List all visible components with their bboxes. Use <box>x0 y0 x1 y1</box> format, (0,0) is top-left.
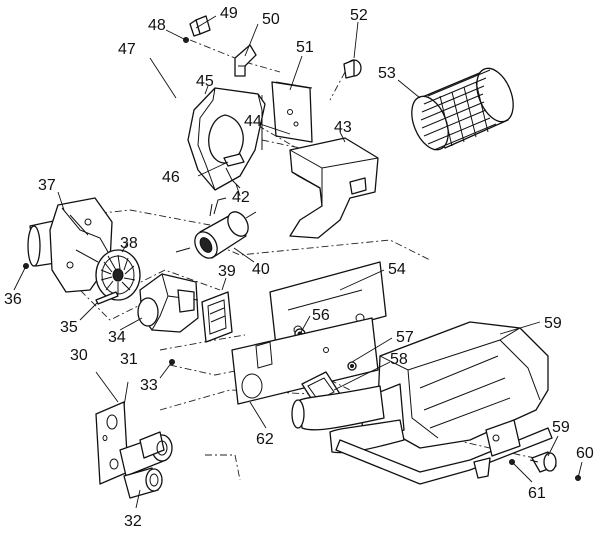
callout-43: 44 <box>244 113 262 130</box>
callout-32: 32 <box>124 513 142 530</box>
callout-30: 30 <box>70 347 88 364</box>
callout-42: 43 <box>334 119 352 136</box>
callout-49: 50 <box>262 11 280 28</box>
callout-48: 49 <box>220 5 238 22</box>
part-32-burner-tubes <box>119 431 173 499</box>
callout-46: 47 <box>118 41 136 58</box>
part-42-housing-outlet <box>289 137 379 239</box>
part-52-mesh-screen <box>411 67 514 151</box>
callout-56: 57 <box>396 329 414 346</box>
callout-60: 60 <box>576 445 594 462</box>
part-31-bracket-plate <box>95 401 129 485</box>
part-59-valve <box>529 451 557 473</box>
part-40-motor <box>175 197 257 259</box>
callout-51: 52 <box>350 7 368 24</box>
part-37-blower-housing <box>27 197 113 293</box>
callout-58: 59 <box>544 315 562 332</box>
callout-59: 59 <box>552 419 570 436</box>
callout-44: 45 <box>196 73 214 90</box>
part-49-bracket <box>234 44 257 77</box>
callout-35: 35 <box>60 319 78 336</box>
callout-labels: 49 48 50 52 47 51 53 45 44 43 46 42 37 3… <box>4 5 594 530</box>
callout-61: 61 <box>528 485 546 502</box>
callout-31: 31 <box>120 351 138 368</box>
callout-33: 33 <box>140 377 158 394</box>
part-56-nut <box>347 361 357 371</box>
part-38-fan-wheel <box>95 249 141 301</box>
part-48-clip <box>189 15 211 37</box>
part-39-gasket <box>201 291 233 343</box>
callout-57: 58 <box>390 351 408 368</box>
part-58-heat-exchanger <box>291 321 553 485</box>
callout-41: 42 <box>232 189 250 206</box>
callout-38: 38 <box>120 235 138 252</box>
part-34-inducer-outlet <box>137 273 199 333</box>
part-62-mounting-plate <box>231 317 379 405</box>
callout-52: 53 <box>378 65 396 82</box>
callout-53: 54 <box>388 261 406 278</box>
callout-36: 36 <box>4 291 22 308</box>
callout-47: 48 <box>148 17 166 34</box>
callout-50: 51 <box>296 39 314 56</box>
callout-34: 34 <box>108 329 126 346</box>
part-50-cover-plate <box>271 81 313 143</box>
callout-45: 46 <box>162 169 180 186</box>
part-51-cap <box>343 59 362 79</box>
callout-40: 40 <box>252 261 270 278</box>
part-45-insert <box>223 153 245 167</box>
part-41-wire <box>225 167 241 189</box>
callout-37: 37 <box>38 177 56 194</box>
callout-39: 39 <box>218 263 236 280</box>
callout-54: 56 <box>312 307 330 324</box>
callout-62: 62 <box>256 431 274 448</box>
leader-lines <box>13 15 583 509</box>
part-53-back-panel <box>269 261 387 347</box>
part-44-blower-housing <box>187 87 266 191</box>
